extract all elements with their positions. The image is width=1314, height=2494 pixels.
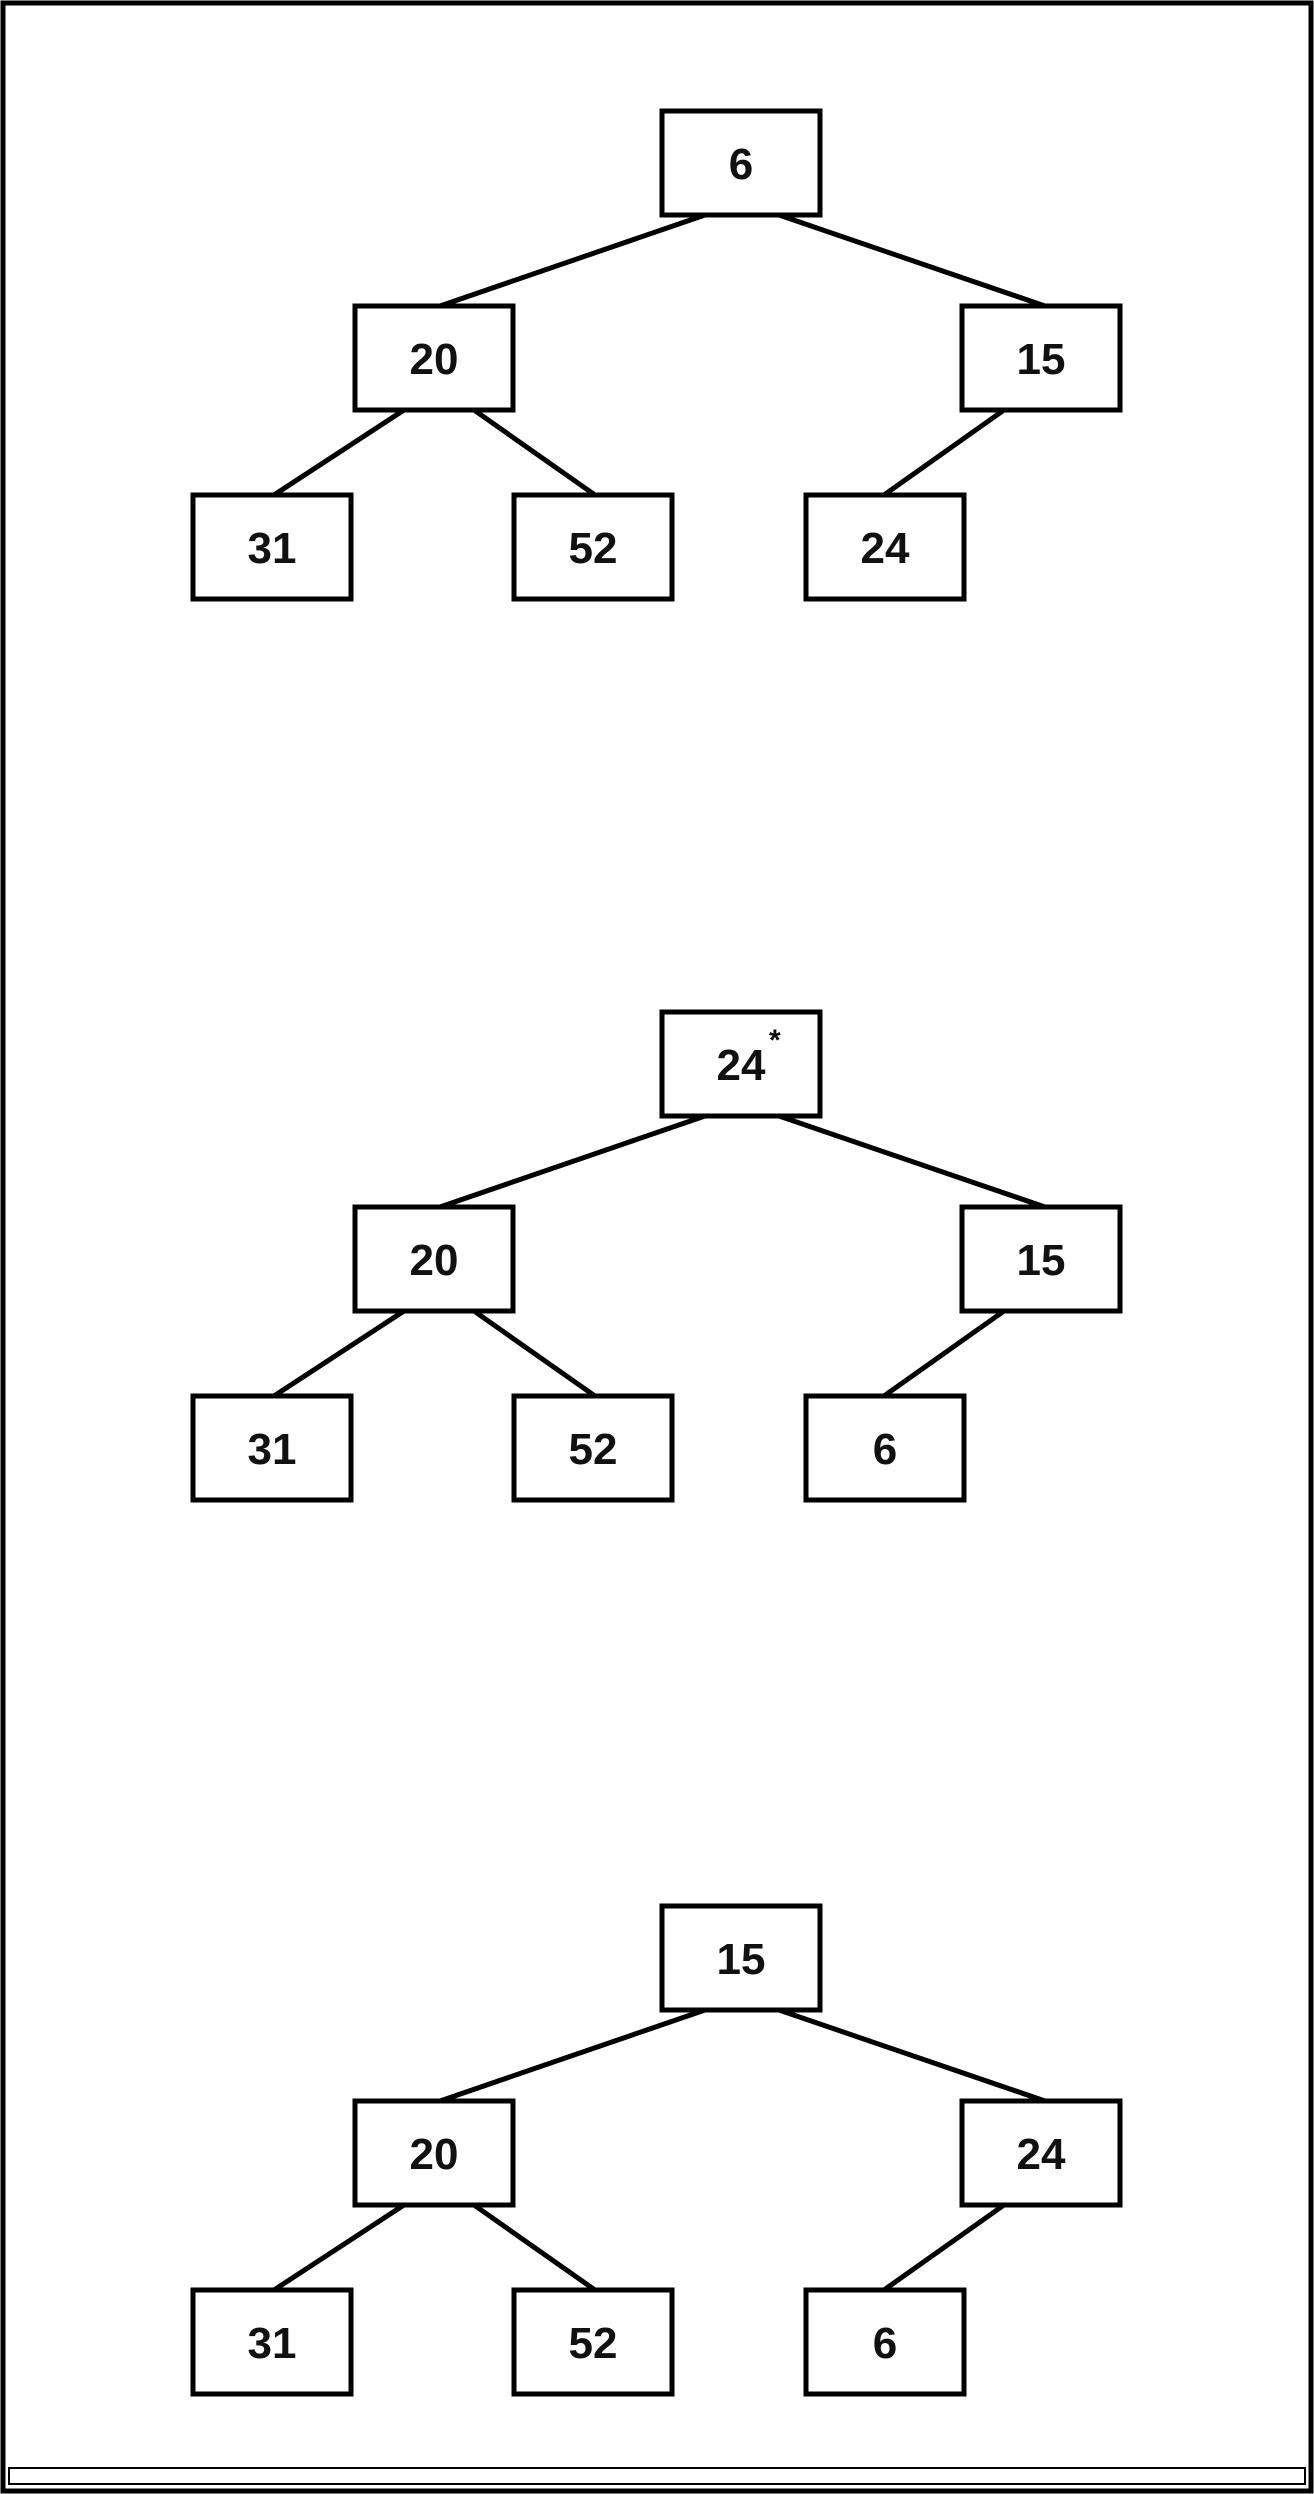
node-box	[959, 303, 1123, 413]
node-label: 15	[1017, 1236, 1066, 1285]
node-left-right: 52	[511, 2287, 675, 2397]
node-right: 15	[959, 1204, 1123, 1314]
node-box	[511, 2287, 675, 2397]
node-label: 20	[410, 335, 459, 384]
edge-root-to-left	[437, 1113, 708, 1210]
edge-right-to-right-left	[881, 407, 1007, 498]
edge-left-to-left-right	[471, 407, 598, 498]
node-box	[659, 1903, 823, 2013]
node-marker: *	[769, 1024, 781, 1057]
edge-right-to-right-left	[881, 2202, 1007, 2293]
node-box	[352, 1204, 516, 1314]
node-label: 20	[410, 1236, 459, 1285]
node-right-left: 6	[803, 2287, 967, 2397]
node-left-left: 31	[190, 2287, 354, 2397]
edge-root-to-right	[776, 1113, 1048, 1210]
edge-right-to-right-left	[881, 1308, 1007, 1399]
node-left: 20	[352, 303, 516, 413]
node-right-left: 6	[803, 1393, 967, 1503]
node-label: 31	[248, 2319, 297, 2368]
node-root: 24*	[659, 1009, 823, 1119]
node-box	[803, 2287, 967, 2397]
node-label: 24	[861, 524, 910, 573]
node-right: 15	[959, 303, 1123, 413]
node-box	[659, 1009, 823, 1119]
node-left-left: 31	[190, 492, 354, 602]
node-left-right: 52	[511, 1393, 675, 1503]
edge-root-to-right	[776, 212, 1048, 309]
edge-root-to-right	[776, 2007, 1048, 2104]
node-label: 52	[569, 2319, 618, 2368]
inner-frame	[8, 2467, 1306, 2485]
edge-left-to-left-right	[471, 2202, 598, 2293]
node-label: 52	[569, 1425, 618, 1474]
node-box	[959, 1204, 1123, 1314]
edge-left-to-left-left	[271, 1308, 407, 1399]
tree-2: 24* 20 15 31 52 6	[190, 1009, 1123, 1503]
node-label: 15	[717, 1935, 766, 1984]
edge-left-to-left-left	[271, 2202, 407, 2293]
node-box	[190, 1393, 354, 1503]
node-box	[352, 303, 516, 413]
node-label: 15	[1017, 335, 1066, 384]
node-label: 31	[248, 1425, 297, 1474]
node-label: 20	[410, 2130, 459, 2179]
node-left-left: 31	[190, 1393, 354, 1503]
node-label: 24	[1017, 2130, 1066, 2179]
node-label: 31	[248, 524, 297, 573]
node-label: 6	[873, 2319, 897, 2368]
node-box	[352, 2098, 516, 2208]
node-box	[190, 2287, 354, 2397]
node-root: 6	[659, 108, 823, 218]
node-box	[190, 492, 354, 602]
node-box	[803, 492, 967, 602]
node-box	[803, 1393, 967, 1503]
edge-root-to-left	[437, 2007, 708, 2104]
node-label: 24	[717, 1041, 766, 1090]
node-box	[511, 1393, 675, 1503]
node-box	[659, 108, 823, 218]
node-label: 6	[873, 1425, 897, 1474]
tree-1: 6 20 15 31 52 24	[190, 108, 1123, 602]
node-label: 52	[569, 524, 618, 573]
node-left: 20	[352, 2098, 516, 2208]
node-label: 6	[729, 140, 753, 189]
tree-3: 15 20 24 31 52 6	[190, 1903, 1123, 2397]
edge-root-to-left	[437, 212, 708, 309]
node-box	[511, 492, 675, 602]
edge-left-to-left-right	[471, 1308, 598, 1399]
node-left: 20	[352, 1204, 516, 1314]
edge-left-to-left-left	[271, 407, 407, 498]
node-right-left: 24	[803, 492, 967, 602]
node-right: 24	[959, 2098, 1123, 2208]
node-root: 15	[659, 1903, 823, 2013]
node-left-right: 52	[511, 492, 675, 602]
node-box	[959, 2098, 1123, 2208]
